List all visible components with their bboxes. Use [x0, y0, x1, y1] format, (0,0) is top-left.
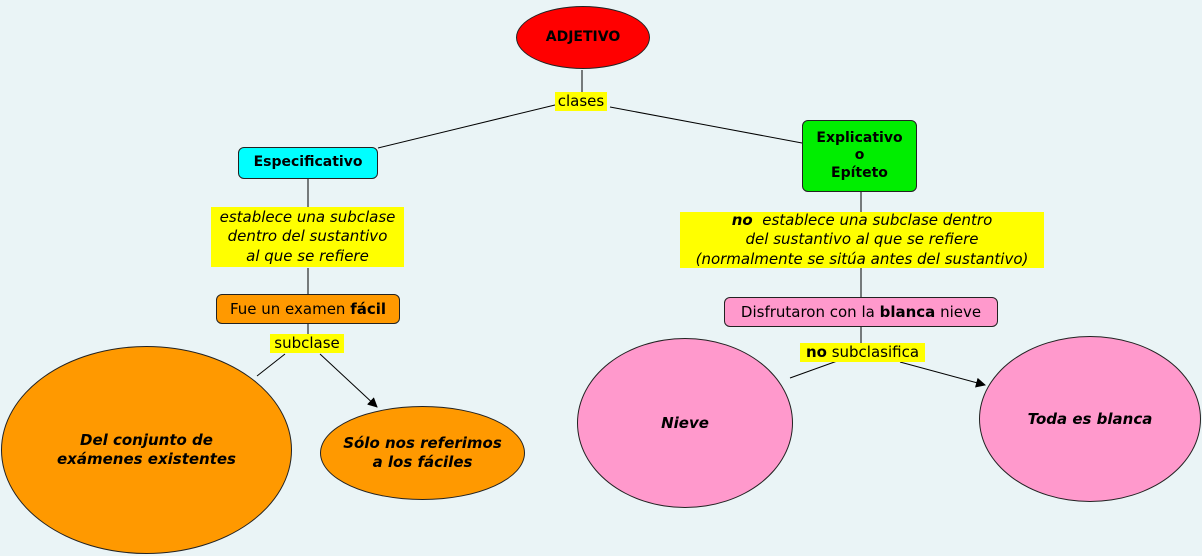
- no-subclasifica-rest: subclasifica: [826, 342, 920, 361]
- no-subclase-def-line1: no establece una subclase dentro: [732, 211, 993, 231]
- facil-example-text: Fue un examen fácil: [230, 300, 386, 319]
- no-subclase-def-line2: del sustantivo al que se refiere: [745, 230, 979, 249]
- subclase-def-line2: dentro del sustantivo: [227, 227, 388, 246]
- conjunto-line1: Del conjunto de: [80, 431, 213, 450]
- clases-text: clases: [557, 91, 605, 110]
- especificativo-text: Especificativo: [253, 154, 363, 171]
- faciles-line2: a los fáciles: [372, 453, 473, 471]
- arrow-nosub-toda: [899, 361, 986, 388]
- toda-blanca-text: Toda es blanca: [1027, 409, 1153, 428]
- explicativo-line2: o: [854, 147, 865, 164]
- subclase-label: subclase: [270, 334, 344, 353]
- adjetivo-node: ADJETIVO: [516, 6, 650, 69]
- facil-example-node: Fue un examen fácil: [216, 294, 400, 324]
- toda-blanca-node: Toda es blanca: [979, 336, 1201, 502]
- nieve-node: Nieve: [577, 338, 793, 508]
- no-subclase-def-no: no: [731, 210, 753, 229]
- line-clases-especificativo: [377, 104, 556, 149]
- faciles-line1: Sólo nos referimos: [343, 434, 502, 453]
- no-subclasifica-label: no subclasifica: [800, 343, 925, 362]
- explicativo-line1: Explicativo: [816, 129, 903, 146]
- faciles-node: Sólo nos referimos a los fáciles: [320, 406, 525, 500]
- subclase-definition-label: establece una subclase dentro del sustan…: [211, 207, 404, 267]
- conjunto-line2: exámenes existentes: [57, 450, 236, 468]
- blanca-example-bold: blanca: [879, 302, 936, 321]
- especificativo-node: Especificativo: [238, 147, 378, 179]
- subclase-def-line3: al que se refiere: [246, 246, 369, 265]
- blanca-example-node: Disfrutaron con la blanca nieve: [724, 297, 998, 327]
- subclase-text: subclase: [274, 333, 340, 352]
- clases-label: clases: [555, 92, 607, 111]
- facil-example-pre: Fue un examen: [229, 299, 351, 318]
- blanca-example-pre: Disfrutaron con la: [740, 302, 880, 321]
- explicativo-line3: Epíteto: [831, 164, 888, 181]
- line-nosub-nieve: [789, 359, 841, 379]
- no-subclase-definition-label: no establece una subclase dentro del sus…: [680, 211, 1044, 268]
- adjetivo-text: ADJETIVO: [545, 28, 621, 45]
- blanca-example-post: nieve: [935, 302, 982, 321]
- arrow-subclase-faciles: [319, 353, 378, 408]
- no-subclasifica-no: no: [805, 342, 827, 361]
- subclase-def-line1: establece una subclase: [219, 207, 396, 226]
- conjunto-node: Del conjunto de exámenes existentes: [1, 346, 292, 554]
- blanca-example-text: Disfrutaron con la blanca nieve: [741, 303, 981, 322]
- nieve-text: Nieve: [661, 413, 709, 432]
- facil-example-bold: fácil: [350, 299, 387, 318]
- no-subclasifica-text: no subclasifica: [806, 343, 919, 363]
- no-subclase-def-line3: (normalmente se sitúa antes del sustanti…: [695, 249, 1029, 268]
- line-clases-explicativo: [609, 106, 803, 144]
- explicativo-node: Explicativo o Epíteto: [802, 120, 917, 192]
- line-subclase-conjunto: [256, 353, 286, 377]
- no-subclase-def-line1-rest: establece una subclase dentro: [752, 210, 993, 229]
